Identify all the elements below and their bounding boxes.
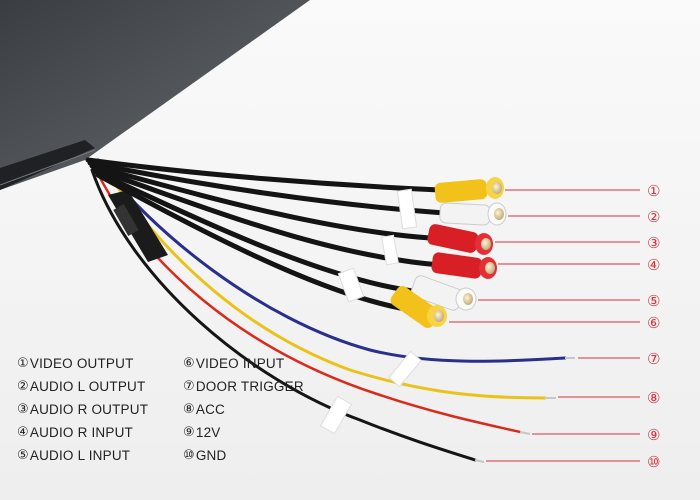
- callout-2: ②: [647, 208, 660, 226]
- legend-number: ⑨: [183, 425, 195, 440]
- cable-tags: [319, 188, 422, 435]
- callout-markers: ① ② ③ ④ ⑤ ⑥ ⑦ ⑧ ⑨ ⑩: [647, 182, 660, 471]
- monitor-housing: [0, 0, 310, 190]
- fuse-holder: [108, 190, 168, 262]
- legend-label: 12V: [195, 425, 221, 440]
- legend-number: ④: [17, 425, 29, 440]
- rca-plug-3: [427, 224, 493, 255]
- callout-5: ⑤: [647, 292, 660, 310]
- legend-label: AUDIO L INPUT: [29, 448, 131, 463]
- legend-label: GND: [195, 448, 227, 463]
- legend-label: VIDEO INPUT: [195, 356, 285, 371]
- rca-plug-4: [431, 252, 497, 279]
- legend-number: ⑥: [183, 356, 195, 371]
- callout-10: ⑩: [647, 453, 660, 471]
- callout-7: ⑦: [647, 350, 660, 368]
- yellow-wire: [100, 163, 547, 400]
- legend-label: VIDEO OUTPUT: [29, 356, 134, 371]
- callout-1: ①: [647, 182, 660, 200]
- wire-ends: [474, 357, 575, 463]
- rca-plug-2: [439, 202, 507, 226]
- rca-plug-5: [410, 275, 477, 311]
- rca-plug-1: [434, 177, 504, 203]
- black-wire: [90, 168, 477, 462]
- legend-number: ⑧: [183, 402, 195, 417]
- legend-label: AUDIO R OUTPUT: [29, 402, 149, 417]
- blue-wire: [96, 158, 567, 363]
- legend-label: ACC: [195, 402, 225, 417]
- legend-label: AUDIO R INPUT: [29, 425, 133, 440]
- legend-number: ①: [17, 356, 29, 371]
- legend-number: ②: [17, 379, 29, 394]
- legend-number: ⑩: [183, 448, 195, 463]
- legend-number: ⑦: [183, 379, 195, 394]
- legend-number: ⑤: [17, 448, 29, 463]
- callout-3: ③: [647, 234, 660, 252]
- legend-label: AUDIO L OUTPUT: [29, 379, 146, 394]
- callout-9: ⑨: [647, 426, 660, 444]
- legend-number: ③: [17, 402, 29, 417]
- rca-cables: [85, 157, 448, 311]
- callout-4: ④: [647, 256, 660, 274]
- callout-lines: [449, 189, 640, 462]
- legend-label: DOOR TRIGGER: [195, 379, 304, 394]
- callout-8: ⑧: [647, 389, 660, 407]
- callout-6: ⑥: [647, 314, 660, 332]
- rca-plug-6: [390, 286, 447, 328]
